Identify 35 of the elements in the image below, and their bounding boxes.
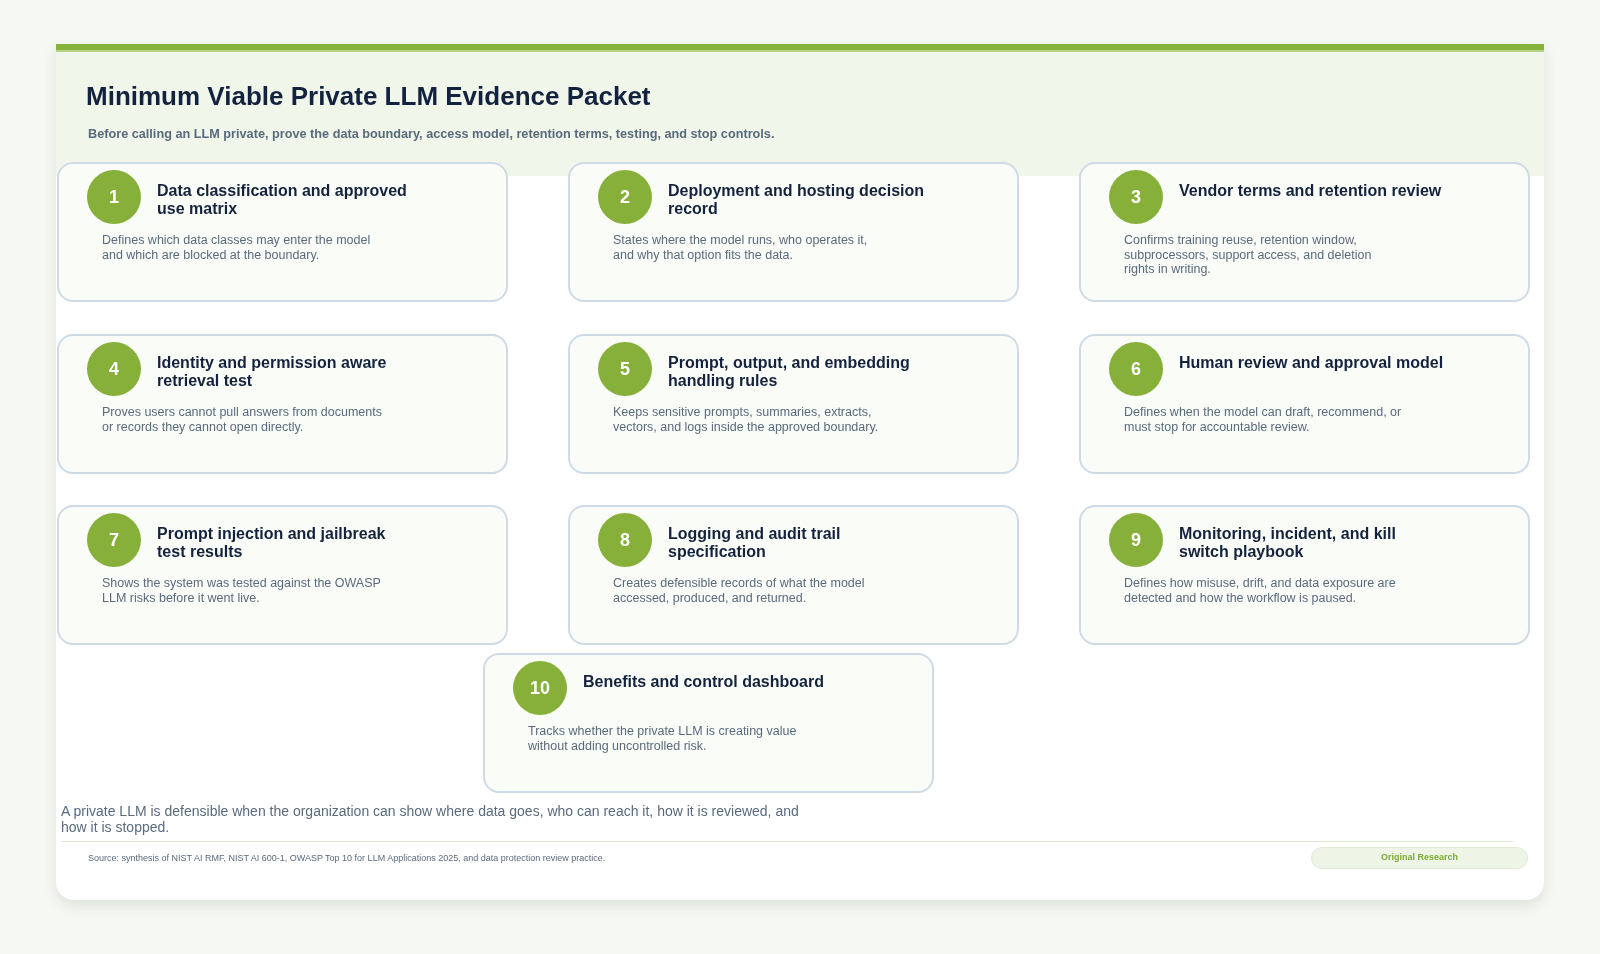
step-heading: Data classification and approved use matrix (157, 182, 407, 218)
title: Minimum Viable Private LLM Evidence Packet (86, 80, 651, 112)
step-card (568, 334, 1019, 474)
step-heading: Benefits and control dashboard (583, 673, 824, 691)
step-heading: Monitoring, incident, and kill switch playbook (1179, 525, 1396, 561)
step-card (568, 162, 1019, 302)
step-heading: Logging and audit trail specification (668, 525, 841, 561)
step-card (483, 653, 934, 793)
step-card (1079, 162, 1530, 302)
step-heading: Vendor terms and retention review (1179, 182, 1442, 200)
step-heading: Deployment and hosting decision record (668, 182, 925, 218)
step-card (1079, 505, 1530, 645)
step-heading: Prompt, output, and embedding handling rules (668, 354, 910, 390)
step-description: Defines how misuse, drift, and data exposure are detected and how the workflow is paused. (1124, 576, 1396, 605)
source-note: Source: synthesis of NIST AI RMF, NIST AI 600-1, OWASP Top 10 for LLM Applications 2025, and data protection review practice. (88, 853, 606, 864)
summary-note: A private LLM is defensible when the organization can show where data goes, who can reach it, how it is reviewed, and how it is stopped. (61, 803, 800, 835)
step-description: Defines when the model can draft, recommend, or must stop for accountable review. (1124, 405, 1402, 434)
step-heading: Human review and approval model (1179, 354, 1444, 372)
step-description: Confirms training reuse, retention window, subprocessors, support access, and deletion rights in writing. (1124, 233, 1372, 277)
step-card (57, 505, 508, 645)
step-description: Tracks whether the private LLM is creating value without adding uncontrolled risk. (528, 724, 797, 753)
step-card (1079, 334, 1530, 474)
step-description: States where the model runs, who operates it, and why that option fits the data. (613, 233, 868, 262)
step-card (568, 505, 1019, 645)
step-card (57, 162, 508, 302)
step-description: Proves users cannot pull answers from documents or records they cannot open directly. (102, 405, 382, 434)
step-heading: Prompt injection and jailbreak test results (157, 525, 386, 561)
step-description: Keeps sensitive prompts, summaries, extracts, vectors, and logs inside the approved boundary. (613, 405, 879, 434)
research-badge: Original Research (1311, 847, 1528, 869)
step-description: Creates defensible records of what the model accessed, produced, and returned. (613, 576, 865, 605)
step-description: Shows the system was tested against the OWASP LLM risks before it went live. (102, 576, 381, 605)
step-heading: Identity and permission aware retrieval test (157, 354, 387, 390)
step-card (57, 334, 508, 474)
subtitle: Before calling an LLM private, prove the data boundary, access model, retention terms, testing, and stop controls. (88, 126, 775, 142)
step-description: Defines which data classes may enter the model and which are blocked at the boundary. (102, 233, 371, 262)
